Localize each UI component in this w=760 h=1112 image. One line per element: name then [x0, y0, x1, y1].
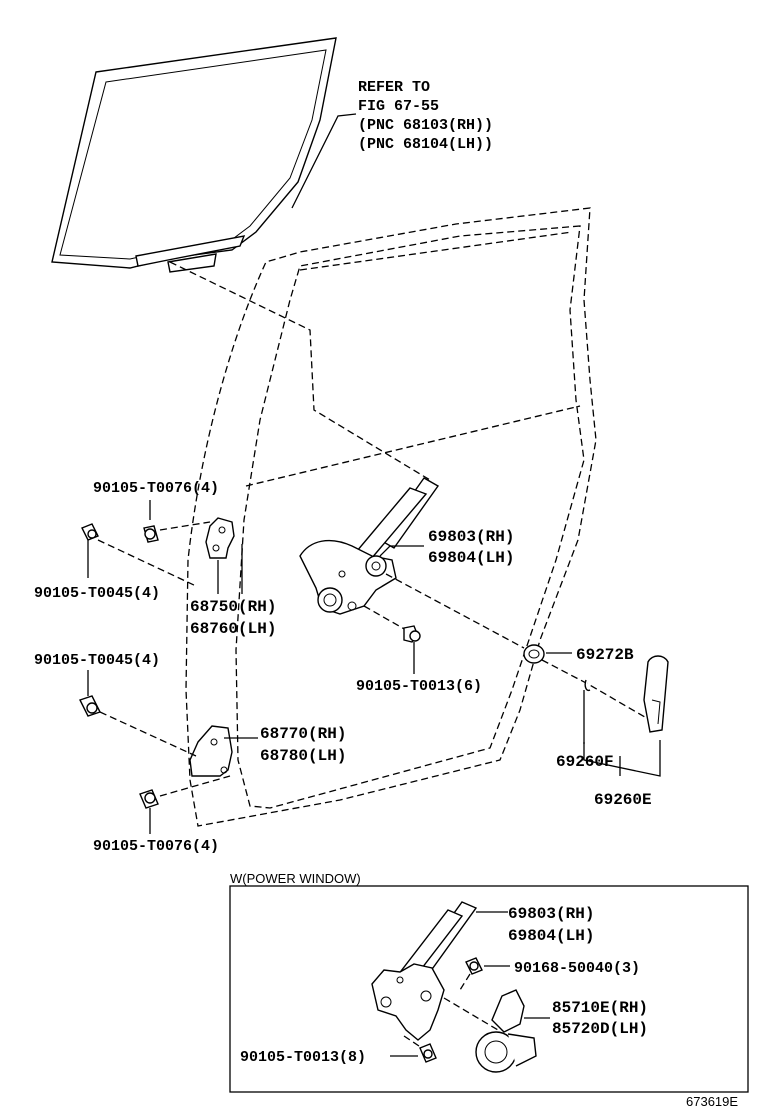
- inset-label-motor-rh: 85710E(RH): [552, 999, 648, 1017]
- hinge-upper: [205, 517, 235, 559]
- bolt-t0045-bottom: [79, 695, 101, 717]
- door-glass: [51, 37, 337, 273]
- inset-frame: [229, 885, 749, 1093]
- window-handle: [584, 655, 669, 733]
- label-bolt-t0045-bottom: 90105-T0045(4): [34, 652, 160, 669]
- inset-title: W(POWER WINDOW): [230, 871, 361, 886]
- refer-line4: (PNC 68104(LH)): [358, 136, 493, 153]
- window-motor: [475, 989, 537, 1073]
- label-handle-sub: 69260F: [556, 753, 614, 771]
- inset-label-bolt: 90105-T0013(8): [240, 1049, 366, 1066]
- label-bolt-t0076-bottom: 90105-T0076(4): [93, 838, 219, 855]
- window-regulator-manual: [299, 477, 440, 615]
- bolt-t0076-bottom: [139, 789, 159, 809]
- screw-90168: [465, 957, 483, 975]
- label-regulator-lh: 69804(LH): [428, 549, 514, 567]
- label-hinge-upper-lh: 68760(LH): [190, 620, 276, 638]
- refer-line1: REFER TO: [358, 79, 430, 96]
- inset-power-window: W(POWER WINDOW): [229, 871, 749, 1093]
- inset-label-screw: 90168-50040(3): [514, 960, 640, 977]
- inset-label-regulator-lh: 69804(LH): [508, 927, 594, 945]
- figure-id: 673619E: [686, 1094, 738, 1109]
- grommet-69272b: [523, 644, 545, 664]
- inset-label-regulator-rh: 69803(RH): [508, 905, 594, 923]
- bolt-t0013-6: [403, 625, 421, 643]
- bolt-t0045-top: [81, 523, 99, 541]
- bolt-t0076-top: [143, 525, 159, 543]
- inset-label-motor-lh: 85720D(LH): [552, 1020, 648, 1038]
- window-regulator-power: [371, 901, 478, 1041]
- door-frame: [169, 207, 597, 827]
- regulator-leader: [379, 545, 424, 557]
- refer-line2: FIG 67-55: [358, 98, 439, 115]
- label-grommet: 69272B: [576, 646, 634, 664]
- label-bolt-t0076-top: 90105-T0076(4): [93, 480, 219, 497]
- label-hinge-lower-rh: 68770(RH): [260, 725, 346, 743]
- refer-line3: (PNC 68103(RH)): [358, 117, 493, 134]
- refer-leader: [291, 113, 357, 209]
- label-hinge-upper-rh: 68750(RH): [190, 598, 276, 616]
- label-bolt-t0045-top: 90105-T0045(4): [34, 585, 160, 602]
- label-handle-assy: 69260E: [594, 791, 652, 809]
- label-hinge-lower-lh: 68780(LH): [260, 747, 346, 765]
- hinge-lower: [189, 725, 233, 777]
- label-bolt-t0013-6: 90105-T0013(6): [356, 678, 482, 695]
- label-regulator-rh: 69803(RH): [428, 528, 514, 546]
- bolt-t0013-8: [419, 1043, 437, 1063]
